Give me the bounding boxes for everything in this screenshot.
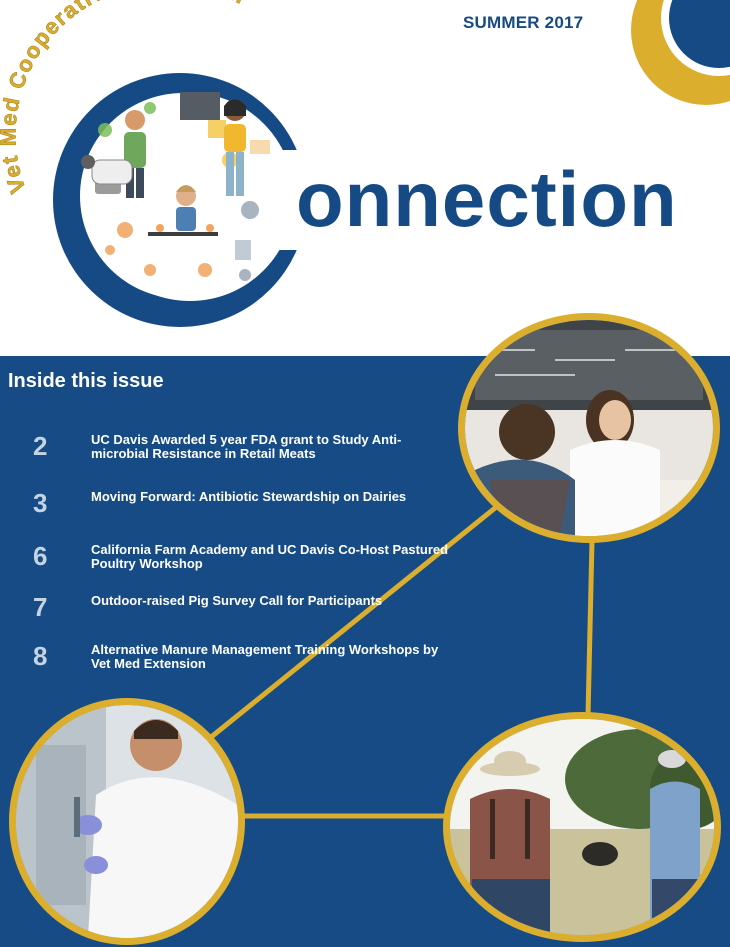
toc-page-number: 7 xyxy=(33,592,48,622)
toc-page-number: 6 xyxy=(33,541,48,571)
toc-item-title[interactable]: California Farm Academy and UC Davis Co-… xyxy=(91,542,449,571)
issue-season: SUMMER 2017 xyxy=(463,13,584,32)
newsletter-title: onnection xyxy=(296,155,678,243)
photo-connector-lines xyxy=(198,502,595,819)
toc-page-number: 2 xyxy=(33,431,48,461)
toc-item-title[interactable]: UC Davis Awarded 5 year FDA grant to Stu… xyxy=(91,432,402,461)
toc-item-title[interactable]: Outdoor-raised Pig Survey Call for Parti… xyxy=(91,593,383,608)
toc-page-number: 8 xyxy=(33,641,48,671)
lab-photo xyxy=(9,698,245,945)
toc-heading: Inside this issue xyxy=(8,370,164,392)
toc-item-title[interactable]: Alternative Manure Management Training W… xyxy=(91,642,439,671)
toc-page-number: 3 xyxy=(33,488,48,518)
classroom-photo xyxy=(458,313,720,543)
vet-med-logo: Vet Med Cooperative Extension xyxy=(0,0,320,327)
toc-item-title[interactable]: Moving Forward: Antibiotic Stewardship o… xyxy=(91,489,407,504)
corner-ring-graphic xyxy=(631,0,730,105)
ranch-photo xyxy=(443,712,721,942)
